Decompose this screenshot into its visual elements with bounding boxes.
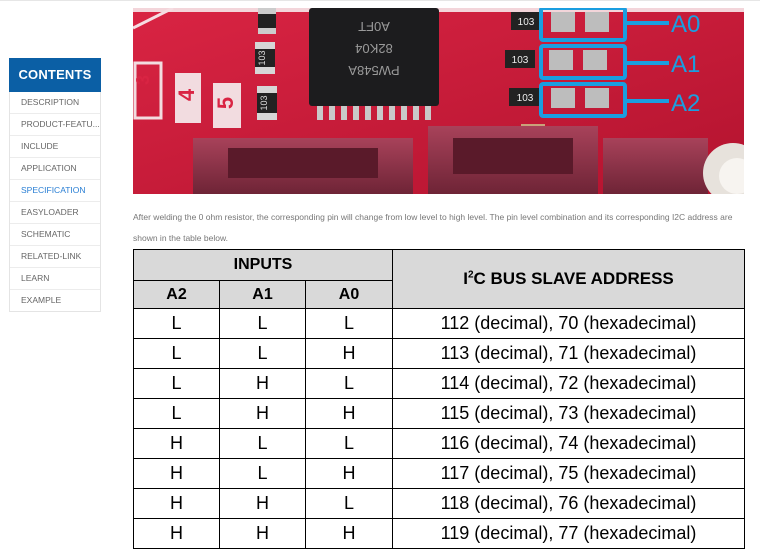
- top-divider: [0, 0, 760, 1]
- pad-resistor-label-a1: 103: [512, 55, 529, 66]
- address-pads: 103 103 103: [505, 12, 609, 108]
- pcb-address-photo: 3 4 5 103 103: [133, 8, 744, 194]
- cell-address: 117 (decimal), 75 (hexadecimal): [392, 458, 745, 489]
- cell-a2: H: [133, 518, 220, 549]
- sidebar-item-application[interactable]: APPLICATION: [10, 158, 100, 180]
- sidebar-item-learn[interactable]: LEARN: [10, 268, 100, 290]
- sidebar-item-product-features[interactable]: PRODUCT-FEATU...: [10, 114, 100, 136]
- inputs-header: INPUTS: [133, 249, 393, 281]
- table-row: L H H 115 (decimal), 73 (hexadecimal): [133, 398, 745, 429]
- side-resistor-label-1: 103: [257, 50, 267, 65]
- chip-text-line-1: PW548A: [348, 63, 400, 78]
- chip-text-line-2: 82K04: [355, 41, 393, 56]
- cell-a1: H: [219, 488, 306, 519]
- contents-header: CONTENTS: [9, 58, 101, 92]
- grove-connectors: [193, 126, 708, 194]
- chip-text-line-3: A0FT: [358, 19, 390, 34]
- table-row: L H L 114 (decimal), 72 (hexadecimal): [133, 368, 745, 399]
- ic-chip: A0FT 82K04 PW548A: [309, 8, 439, 120]
- column-header-a2: A2: [133, 280, 220, 309]
- sidebar-item-schematic[interactable]: SCHEMATIC: [10, 224, 100, 246]
- pad-callouts: [539, 8, 669, 118]
- cell-a1: L: [219, 308, 306, 339]
- pad-label-a1: A1: [671, 51, 700, 78]
- table-row: H L L 116 (decimal), 74 (hexadecimal): [133, 428, 745, 459]
- cell-address: 113 (decimal), 71 (hexadecimal): [392, 338, 745, 369]
- cell-a1: H: [219, 398, 306, 429]
- silkscreen-numbers: 3 4 5: [133, 61, 241, 128]
- column-header-a1: A1: [219, 280, 306, 309]
- contents-sidebar: CONTENTS DESCRIPTION PRODUCT-FEATU... IN…: [9, 58, 101, 312]
- cell-a0: H: [305, 518, 393, 549]
- table-row: L L H 113 (decimal), 71 (hexadecimal): [133, 338, 745, 369]
- table-row: H H L 118 (decimal), 76 (hexadecimal): [133, 488, 745, 519]
- sidebar-item-example[interactable]: EXAMPLE: [21, 295, 62, 305]
- silkscreen-number-5: 5: [213, 97, 238, 109]
- cell-a1: H: [219, 368, 306, 399]
- cell-a1: L: [219, 338, 306, 369]
- cell-a0: L: [305, 488, 393, 519]
- pad-resistor-label-a2: 103: [517, 93, 534, 104]
- column-header-a0: A0: [305, 280, 393, 309]
- cell-a2: L: [133, 368, 220, 399]
- cell-a0: H: [305, 458, 393, 489]
- address-header: I2C BUS SLAVE ADDRESS: [392, 249, 745, 309]
- cell-a2: L: [133, 338, 220, 369]
- cell-address: 114 (decimal), 72 (hexadecimal): [392, 368, 745, 399]
- pad-label-a0: A0: [671, 11, 700, 38]
- pad-label-a2: A2: [671, 90, 700, 117]
- side-resistor-label-2: 103: [259, 95, 269, 110]
- cell-address: 115 (decimal), 73 (hexadecimal): [392, 398, 745, 429]
- cell-address: 118 (decimal), 76 (hexadecimal): [392, 488, 745, 519]
- sidebar-item-easyloader[interactable]: EASYLOADER: [10, 202, 100, 224]
- cell-a0: H: [305, 338, 393, 369]
- sidebar-item-description[interactable]: DESCRIPTION: [10, 92, 100, 114]
- cell-a1: L: [219, 458, 306, 489]
- cell-a2: L: [133, 398, 220, 429]
- cell-a1: H: [219, 518, 306, 549]
- table-row: H L H 117 (decimal), 75 (hexadecimal): [133, 458, 745, 489]
- address-description: After welding the 0 ohm resistor, the co…: [133, 212, 733, 243]
- silkscreen-number-4: 4: [174, 88, 199, 101]
- i2c-address-table: INPUTS I2C BUS SLAVE ADDRESS A2 A1 A0 L …: [133, 249, 745, 549]
- cell-a2: H: [133, 488, 220, 519]
- pad-resistor-label-a0: 103: [518, 17, 535, 28]
- cell-a0: L: [305, 428, 393, 459]
- cell-a0: L: [305, 308, 393, 339]
- side-resistors: 103 103: [255, 8, 277, 120]
- contents-list: DESCRIPTION PRODUCT-FEATU... INCLUDE APP…: [9, 92, 101, 312]
- cell-a1: L: [219, 428, 306, 459]
- sidebar-item-related-link[interactable]: RELATED-LINK: [10, 246, 100, 268]
- cell-address: 116 (decimal), 74 (hexadecimal): [392, 428, 745, 459]
- cell-a0: L: [305, 368, 393, 399]
- cell-a2: H: [133, 428, 220, 459]
- sidebar-item-include[interactable]: INCLUDE: [10, 136, 100, 158]
- cell-a2: H: [133, 458, 220, 489]
- cell-address: 119 (decimal), 77 (hexadecimal): [392, 518, 745, 549]
- cell-address: 112 (decimal), 70 (hexadecimal): [392, 308, 745, 339]
- sidebar-item-specification[interactable]: SPECIFICATION: [10, 180, 100, 202]
- cell-a2: L: [133, 308, 220, 339]
- cell-a0: H: [305, 398, 393, 429]
- table-row: L L L 112 (decimal), 70 (hexadecimal): [133, 308, 745, 339]
- silkscreen-number-3: 3: [133, 75, 153, 85]
- table-row: H H H 119 (decimal), 77 (hexadecimal): [133, 518, 745, 549]
